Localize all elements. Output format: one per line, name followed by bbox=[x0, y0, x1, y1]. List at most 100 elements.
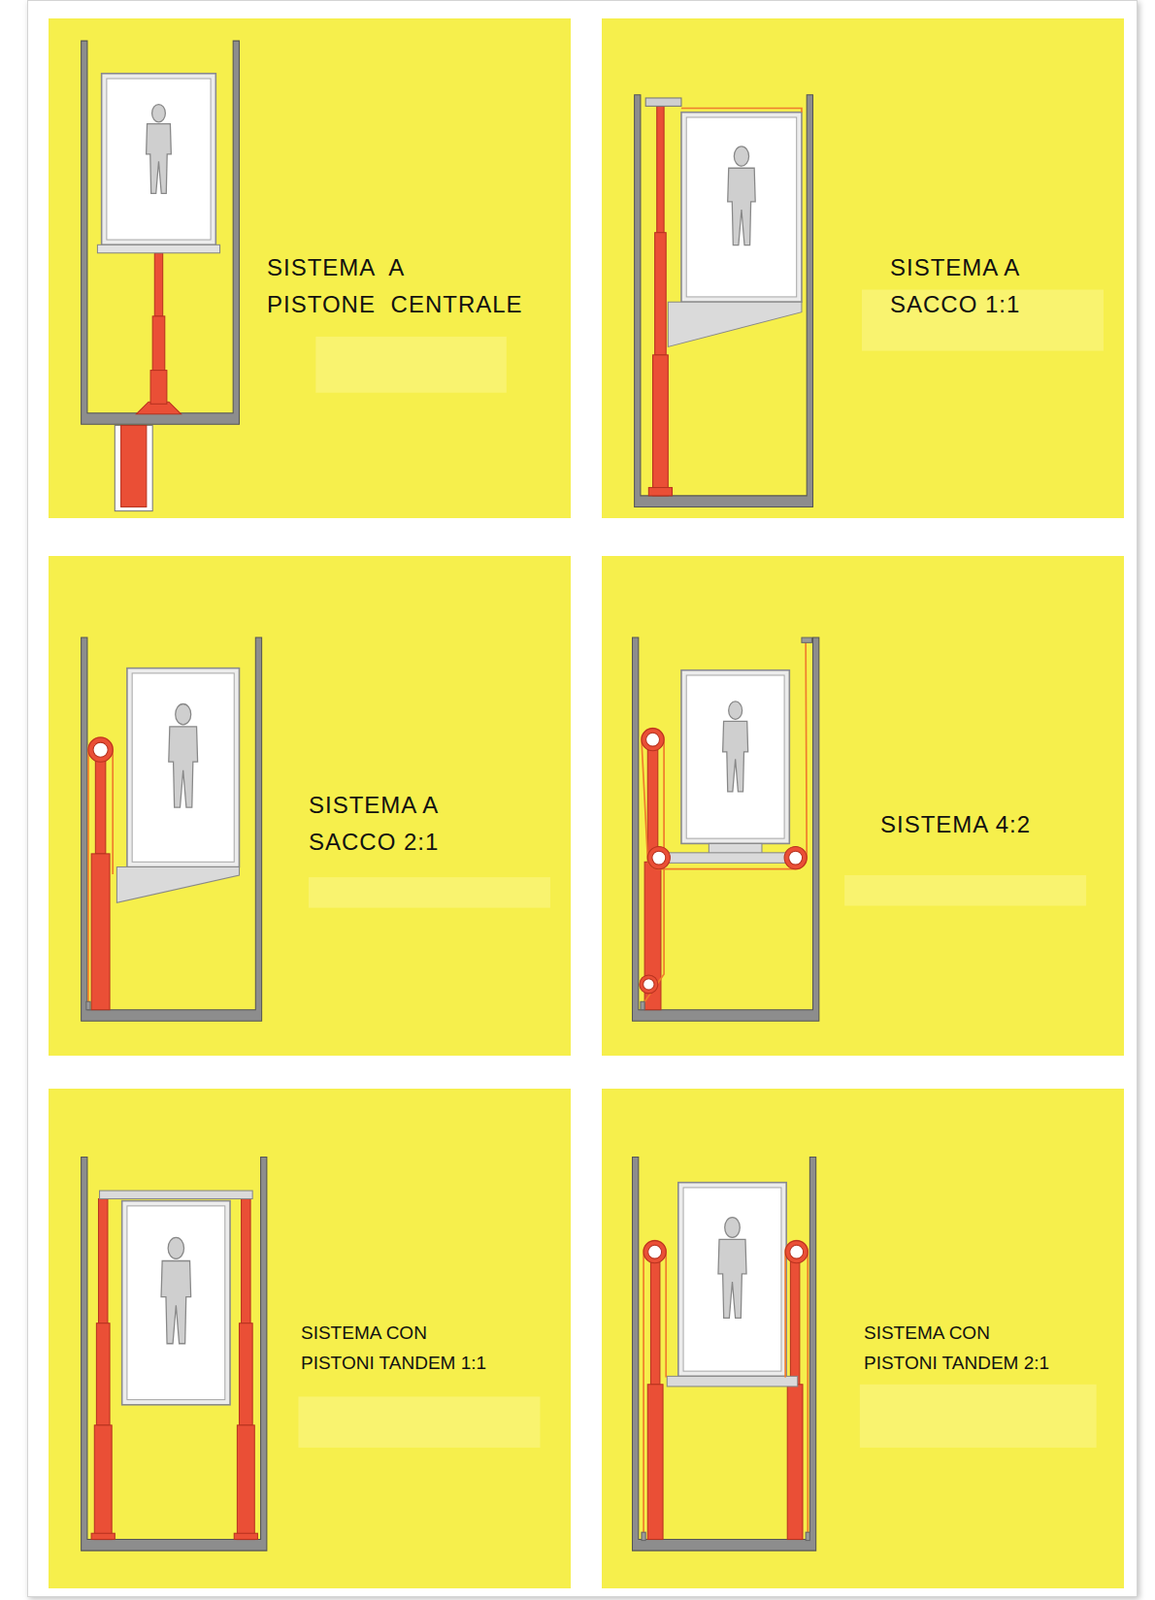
elevator-illustration bbox=[601, 556, 1124, 1056]
pulley bbox=[639, 975, 659, 994]
system-panel: SISTEMA A PISTONE CENTRALE bbox=[48, 18, 571, 519]
pulley bbox=[88, 737, 113, 762]
piston-stage bbox=[98, 1199, 107, 1324]
car-interior bbox=[686, 675, 785, 839]
pulley bbox=[641, 728, 664, 752]
sling-block bbox=[708, 843, 762, 855]
car-platform bbox=[97, 244, 220, 253]
system-label: SISTEMA CON PISTONI TANDEM 1:1 bbox=[300, 1318, 499, 1380]
pulley bbox=[785, 1241, 808, 1264]
piston-stage bbox=[152, 316, 165, 371]
car-interior bbox=[106, 78, 211, 240]
sling-beam bbox=[659, 853, 802, 864]
piston-base bbox=[91, 1533, 115, 1540]
car-interior bbox=[132, 673, 234, 862]
pulley-hub bbox=[643, 979, 655, 990]
system-panel: SISTEMA CON PISTONI TANDEM 1:1 bbox=[48, 1089, 571, 1589]
pulley-hub bbox=[648, 1245, 662, 1259]
piston-base bbox=[233, 1533, 258, 1540]
car-frame bbox=[678, 1183, 787, 1378]
pulley-hub bbox=[646, 732, 660, 747]
system-panel: SISTEMA CON PISTONI TANDEM 2:1 bbox=[601, 1089, 1124, 1589]
system-panel: SISTEMA A SACCO 2:1 bbox=[48, 556, 571, 1056]
highlight-band bbox=[844, 875, 1087, 907]
system-label: SISTEMA 4:2 bbox=[880, 806, 1075, 844]
elevator-illustration bbox=[601, 18, 1124, 519]
person-figure bbox=[161, 1237, 192, 1344]
system-label: SISTEMA A PISTONE CENTRALE bbox=[266, 249, 528, 324]
person-figure bbox=[168, 704, 198, 809]
piston-stage bbox=[236, 1425, 255, 1541]
piston-stage bbox=[96, 1323, 110, 1426]
piston-stage bbox=[91, 854, 110, 1011]
shaft-wall bbox=[632, 1156, 817, 1551]
car-bracket bbox=[667, 301, 802, 347]
piston-cylinder bbox=[121, 425, 147, 507]
rope-anchor bbox=[640, 1001, 645, 1010]
person-figure bbox=[146, 104, 172, 195]
shaft-wall bbox=[632, 637, 820, 1022]
car-interior bbox=[686, 117, 796, 297]
car-frame bbox=[101, 73, 217, 246]
piston-stage bbox=[95, 755, 106, 855]
rope-anchor bbox=[86, 1001, 91, 1010]
system-panel: SISTEMA 4:2 bbox=[601, 556, 1124, 1056]
car-frame bbox=[122, 1201, 231, 1406]
shaft-wall bbox=[81, 637, 263, 1022]
crossbeam bbox=[99, 1190, 254, 1199]
pit-casing bbox=[114, 425, 153, 511]
piston-stage bbox=[238, 1323, 253, 1426]
rope-anchor bbox=[801, 637, 813, 643]
shaft-wall bbox=[634, 95, 814, 508]
person-figure bbox=[723, 701, 749, 792]
highlight-band bbox=[859, 1385, 1097, 1449]
rope-anchor bbox=[641, 1532, 646, 1541]
highlight-band bbox=[315, 336, 506, 394]
person-figure bbox=[718, 1218, 747, 1320]
rope bbox=[643, 1241, 666, 1537]
piston-stage bbox=[653, 355, 669, 496]
highlight-band bbox=[308, 877, 551, 909]
shaft-wall bbox=[81, 1156, 267, 1551]
pulley-hub bbox=[790, 1245, 804, 1259]
rope bbox=[681, 107, 802, 112]
pulley-hub bbox=[652, 851, 666, 865]
pulley bbox=[784, 847, 807, 870]
system-label: SISTEMA A SACCO 2:1 bbox=[308, 787, 474, 861]
pulley-hub bbox=[93, 742, 108, 758]
piston-base bbox=[648, 487, 672, 495]
car-platform bbox=[666, 1376, 798, 1387]
pulley bbox=[647, 847, 670, 870]
piston-stage bbox=[150, 370, 167, 405]
piston-stage bbox=[647, 744, 659, 862]
piston-stage bbox=[650, 1252, 660, 1386]
pulley bbox=[643, 1241, 666, 1264]
car-bracket bbox=[116, 867, 239, 904]
piston-stage bbox=[647, 1385, 663, 1541]
person-figure bbox=[727, 146, 756, 246]
car-frame bbox=[681, 670, 790, 845]
rope bbox=[641, 642, 807, 1005]
elevator-illustration bbox=[601, 1089, 1124, 1589]
pulley-hub bbox=[789, 851, 803, 865]
rope bbox=[785, 1241, 808, 1537]
highlight-band bbox=[297, 1396, 540, 1449]
system-label: SISTEMA A SACCO 1:1 bbox=[890, 249, 1056, 324]
shaft-wall bbox=[81, 40, 240, 425]
piston-head bbox=[645, 98, 682, 106]
piston-stage bbox=[657, 105, 664, 232]
piston-stage bbox=[154, 253, 163, 317]
rope-anchor bbox=[805, 1532, 810, 1541]
system-panel: SISTEMA A SACCO 1:1 bbox=[601, 18, 1124, 519]
system-label: SISTEMA CON PISTONI TANDEM 2:1 bbox=[863, 1318, 1062, 1380]
rope bbox=[88, 737, 113, 1005]
piston-stage bbox=[790, 1252, 799, 1386]
piston-stage bbox=[655, 232, 667, 356]
car-interior bbox=[127, 1206, 226, 1401]
car-frame bbox=[127, 668, 240, 868]
piston-stage bbox=[94, 1425, 112, 1541]
piston-stage bbox=[787, 1385, 803, 1541]
car-interior bbox=[683, 1188, 782, 1372]
car-frame bbox=[681, 112, 802, 302]
